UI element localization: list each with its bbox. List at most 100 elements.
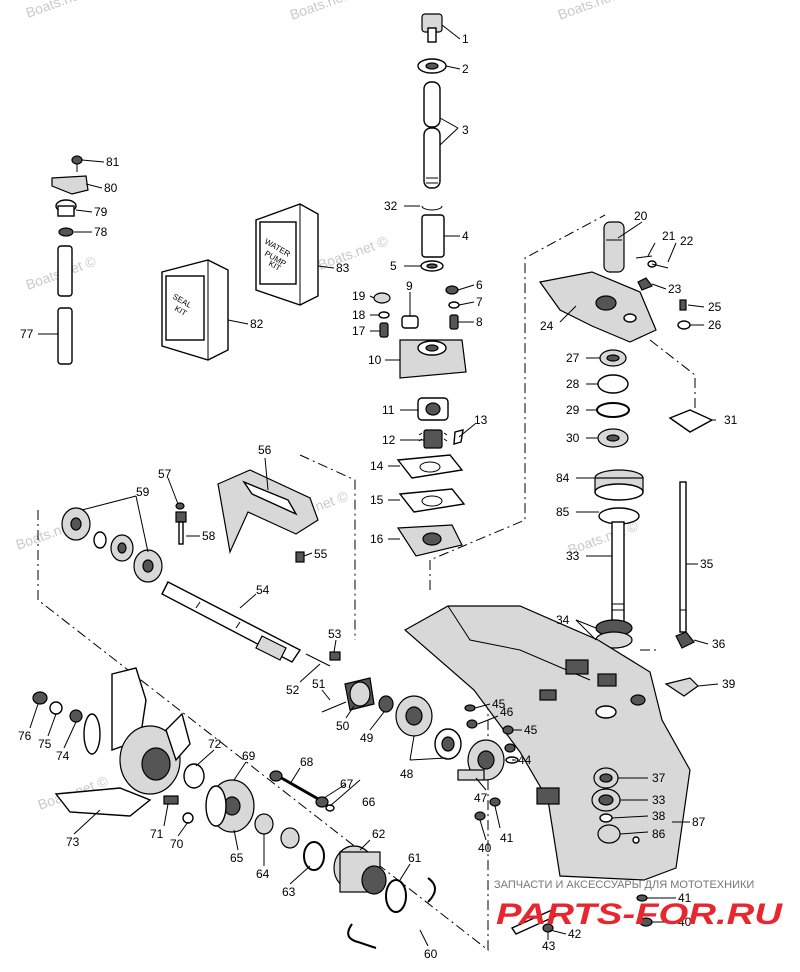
callout-50: 50 bbox=[336, 719, 350, 733]
callout-33: 33 bbox=[566, 549, 580, 563]
callout-27: 27 bbox=[566, 351, 580, 365]
callout-75: 75 bbox=[38, 737, 52, 751]
callout-63: 63 bbox=[282, 885, 296, 899]
callout-40b: 40 bbox=[678, 915, 692, 929]
callout-58: 58 bbox=[202, 529, 216, 543]
callout-3: 3 bbox=[462, 123, 469, 137]
callout-82: 82 bbox=[250, 317, 264, 331]
callout-60: 60 bbox=[424, 947, 438, 961]
callout-11: 11 bbox=[382, 403, 395, 417]
callout-18: 18 bbox=[352, 308, 366, 322]
propeller-assembly bbox=[32, 667, 436, 949]
water-pump-kit-box: WATER PUMP KIT bbox=[255, 203, 319, 306]
footer-tagline: ЗАПЧАСТИ И АКСЕССУАРЫ ДЛЯ МОТОТЕХНИКИ bbox=[494, 879, 754, 891]
callout-45: 45 bbox=[492, 697, 506, 711]
callout-61: 61 bbox=[408, 851, 422, 865]
callout-23: 23 bbox=[668, 282, 682, 296]
callout-44: 44 bbox=[518, 753, 532, 767]
callout-28: 28 bbox=[566, 377, 580, 391]
callout-85: 85 bbox=[556, 505, 570, 519]
callout-39: 39 bbox=[722, 677, 736, 691]
callout-71: 71 bbox=[150, 827, 164, 841]
callout-55: 55 bbox=[314, 547, 328, 561]
callout-79: 79 bbox=[94, 205, 108, 219]
callout-labels: 1 2 3 32 4 5 6 7 8 9 10 11 12 13 14 15 1… bbox=[18, 32, 738, 961]
callout-38: 38 bbox=[652, 809, 666, 823]
callout-24: 24 bbox=[540, 319, 554, 333]
callout-29: 29 bbox=[566, 403, 580, 417]
callout-10: 10 bbox=[368, 353, 382, 367]
callout-83: 83 bbox=[336, 261, 350, 275]
callout-84: 84 bbox=[556, 471, 570, 485]
callout-8: 8 bbox=[476, 315, 483, 329]
callout-15: 15 bbox=[370, 493, 384, 507]
callout-16: 16 bbox=[370, 532, 384, 546]
footer-logo: PARTS-FOR.RU bbox=[496, 898, 784, 931]
callout-20: 20 bbox=[634, 209, 648, 223]
callout-32: 32 bbox=[384, 199, 398, 213]
shift-column bbox=[51, 155, 89, 365]
callout-22: 22 bbox=[680, 234, 694, 248]
callout-31: 31 bbox=[724, 413, 738, 427]
callout-7: 7 bbox=[476, 295, 483, 309]
callout-26: 26 bbox=[708, 318, 722, 332]
callout-52: 52 bbox=[286, 683, 300, 697]
callout-46: 46 bbox=[500, 705, 514, 719]
seal-kit-box: SEAL KIT bbox=[161, 259, 229, 361]
callout-5: 5 bbox=[390, 259, 397, 273]
callout-2: 2 bbox=[462, 62, 469, 76]
watermark: Boats.net bbox=[556, 0, 617, 23]
callout-19: 19 bbox=[352, 289, 366, 303]
callout-53: 53 bbox=[328, 627, 342, 641]
callout-68: 68 bbox=[300, 755, 314, 769]
callout-81: 81 bbox=[106, 155, 120, 169]
callout-74: 74 bbox=[56, 749, 70, 763]
callout-66: 66 bbox=[362, 795, 376, 809]
callout-65: 65 bbox=[230, 851, 244, 865]
callout-56: 56 bbox=[258, 443, 272, 457]
callout-13: 13 bbox=[474, 413, 488, 427]
callout-69: 69 bbox=[242, 749, 256, 763]
callout-77: 77 bbox=[20, 327, 34, 341]
callout-1: 1 bbox=[462, 32, 469, 46]
callout-9: 9 bbox=[406, 279, 413, 293]
callout-34: 34 bbox=[556, 613, 570, 627]
callout-30: 30 bbox=[566, 431, 580, 445]
callout-86: 86 bbox=[652, 827, 666, 841]
callout-64: 64 bbox=[256, 867, 270, 881]
watermark: Boats.net bbox=[24, 0, 85, 21]
callout-49: 49 bbox=[360, 731, 374, 745]
callout-57: 57 bbox=[158, 467, 172, 481]
callout-47: 47 bbox=[474, 791, 488, 805]
housing-fasteners bbox=[464, 704, 653, 935]
leader-lines bbox=[29, 24, 719, 947]
callout-21: 21 bbox=[662, 229, 676, 243]
callout-67: 67 bbox=[340, 777, 354, 791]
driveshaft-column bbox=[373, 13, 467, 557]
callout-59: 59 bbox=[136, 485, 150, 499]
footer-branding: ЗАПЧАСТИ И АКСЕССУАРЫ ДЛЯ МОТОТЕХНИКИ PA… bbox=[494, 879, 784, 931]
callout-73: 73 bbox=[66, 835, 80, 849]
gear-housing bbox=[403, 605, 691, 881]
callout-37: 37 bbox=[652, 771, 666, 785]
callout-70: 70 bbox=[170, 837, 184, 851]
callout-42: 42 bbox=[568, 927, 582, 941]
callout-43: 43 bbox=[542, 939, 556, 953]
callout-51: 51 bbox=[312, 677, 326, 691]
callout-25: 25 bbox=[708, 300, 722, 314]
callout-41b: 41 bbox=[678, 891, 692, 905]
callout-45b: 45 bbox=[524, 723, 538, 737]
callout-72: 72 bbox=[208, 737, 222, 751]
callout-17: 17 bbox=[352, 324, 366, 338]
callout-35: 35 bbox=[700, 557, 714, 571]
callout-76: 76 bbox=[18, 729, 32, 743]
callout-80: 80 bbox=[104, 181, 118, 195]
callout-33b: 33 bbox=[652, 793, 666, 807]
callout-54: 54 bbox=[256, 583, 270, 597]
propshaft-assembly bbox=[61, 507, 505, 781]
callout-62: 62 bbox=[372, 827, 386, 841]
callout-87: 87 bbox=[692, 815, 706, 829]
anode-plate bbox=[175, 469, 319, 563]
callout-4: 4 bbox=[462, 229, 469, 243]
